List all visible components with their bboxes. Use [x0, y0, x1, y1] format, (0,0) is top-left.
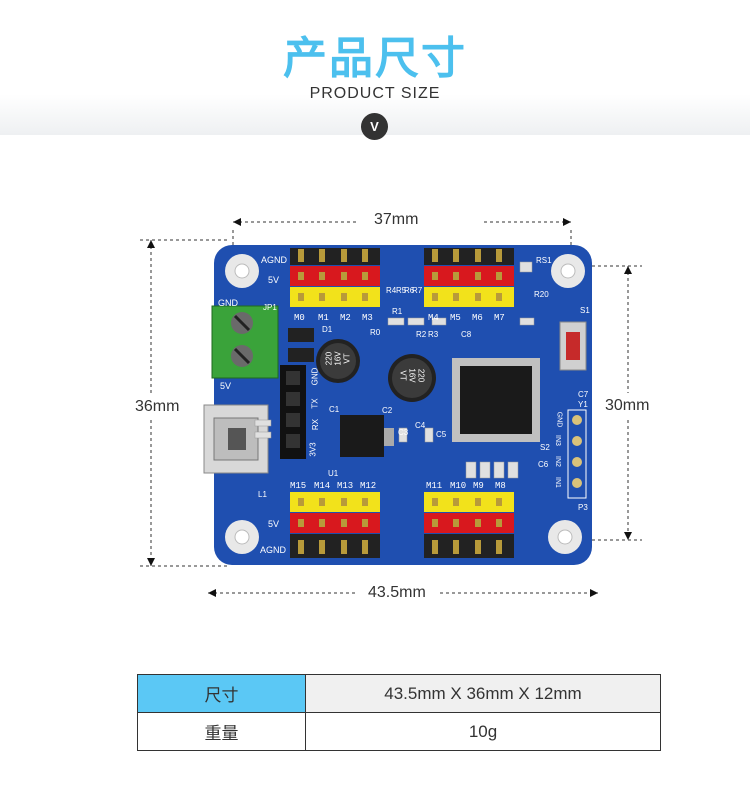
ref-label: S1 [580, 306, 590, 315]
ref-label: C1 [329, 405, 340, 414]
dimension-height-right: 30mm [601, 397, 654, 415]
table-row: 重量 10g [137, 712, 661, 751]
label-5v-bottom: 5V [268, 519, 280, 529]
ref-label: C8 [461, 330, 472, 339]
dimension-width-bottom: 43.5mm [364, 584, 430, 602]
spec-table: 尺寸 43.5mm X 36mm X 12mm 重量 10g [137, 674, 661, 751]
servo-label: M8 [495, 481, 506, 491]
cap-value: 220 [416, 368, 426, 383]
page-title: 产品尺寸 [283, 33, 467, 84]
ref-label: R6 [404, 286, 415, 295]
p3-header [567, 409, 587, 499]
uart-label: 3V3 [308, 442, 318, 457]
servo-label: M6 [472, 313, 483, 323]
page-subtitle: PRODUCT SIZE [309, 85, 441, 102]
servo-label: M10 [450, 481, 467, 491]
capacitor-2 [388, 354, 436, 402]
mcu-chip [452, 358, 540, 442]
p3-label: IN3 [553, 435, 561, 446]
dimension-lines [140, 221, 642, 594]
table-row: 尺寸 43.5mm X 36mm X 12mm [137, 674, 661, 713]
cap-value: 220 [324, 351, 334, 366]
ref-label: C6 [538, 460, 549, 469]
mounting-holes [225, 254, 585, 554]
ref-label: R7 [412, 286, 423, 295]
ref-label: R20 [534, 290, 549, 299]
p3-label: IN2 [553, 456, 561, 467]
usb-connector [203, 404, 269, 474]
regulator [340, 415, 384, 457]
ref-label: R4 [386, 286, 397, 295]
uart-label: GND [310, 367, 320, 386]
header-bottom-right [424, 492, 514, 558]
dimension-arrows [147, 218, 632, 597]
ref-label: C5 [436, 430, 447, 439]
servo-label: M7 [494, 313, 505, 323]
servo-label: M12 [360, 481, 377, 491]
servo-label: M2 [340, 313, 351, 323]
servo-label: M1 [318, 313, 329, 323]
cap-mark: VT [342, 353, 352, 364]
spec-value-size: 43.5mm X 36mm X 12mm [305, 674, 661, 713]
header-band [0, 0, 750, 135]
p3-label: GND [555, 411, 563, 428]
reset-button [559, 321, 587, 371]
ref-label: C4 [415, 421, 426, 430]
spec-label-size: 尺寸 [137, 674, 306, 713]
chevron-down-icon: V [361, 113, 388, 140]
ref-label: Y1 [578, 400, 588, 409]
p3-label: IN1 [553, 477, 561, 488]
cap-voltage: 16V [333, 351, 343, 366]
label-gnd-left: GND [218, 298, 238, 308]
capacitor-1-value: 220 16V VT [325, 343, 352, 375]
ref-label: D1 [322, 325, 333, 334]
capacitor-1 [316, 339, 360, 383]
spec-label-weight: 重量 [137, 712, 306, 751]
ref-label: R1 [392, 307, 403, 316]
pcb [214, 245, 592, 565]
uart-label: TX [310, 398, 320, 409]
screw-terminal [211, 305, 279, 379]
cap-voltage: 16V [407, 368, 417, 383]
label-jp1: JP1 [263, 303, 277, 312]
ref-label: P3 [578, 503, 588, 512]
ref-label: R0 [370, 328, 381, 337]
servo-label: M14 [314, 481, 331, 491]
cap-mark: VT [398, 370, 408, 381]
dimension-height-left: 36mm [131, 398, 184, 416]
label-agnd-top: AGND [261, 255, 288, 265]
servo-label: M13 [337, 481, 354, 491]
servo-label: M9 [473, 481, 484, 491]
servo-label: M4 [428, 313, 439, 323]
ref-label: C3 [398, 428, 409, 437]
ref-label: U1 [328, 469, 339, 478]
uart-label: RX [311, 418, 321, 431]
ref-label: S2 [540, 443, 550, 452]
capacitor-2-value: 220 16V VT [399, 360, 426, 392]
label-agnd-bottom: AGND [260, 545, 287, 555]
ref-label: L1 [258, 490, 267, 499]
servo-label: M5 [450, 313, 461, 323]
servo-label: M3 [362, 313, 373, 323]
ref-label: R3 [428, 330, 439, 339]
ref-label: R2 [416, 330, 427, 339]
dimension-width-top: 37mm [370, 211, 423, 229]
servo-label: M0 [294, 313, 305, 323]
header-top-left [290, 248, 380, 307]
header-top-right [424, 248, 514, 307]
ref-label: RS1 [536, 256, 552, 265]
servo-label: M15 [290, 481, 307, 491]
header-bottom-left [290, 492, 380, 558]
ref-label: C2 [382, 406, 393, 415]
label-5v-left: 5V [220, 381, 232, 391]
spec-value-weight: 10g [305, 712, 661, 751]
servo-label: M11 [426, 481, 443, 491]
ref-label: C7 [578, 390, 589, 399]
ref-label: R5 [396, 286, 407, 295]
label-5v-top: 5V [268, 275, 280, 285]
